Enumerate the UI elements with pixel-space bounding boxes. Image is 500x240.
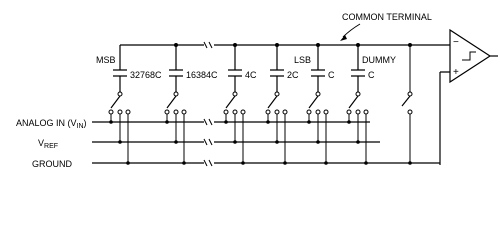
switch-contact bbox=[346, 109, 352, 115]
capacitor-column-5: C LSB bbox=[294, 43, 335, 165]
switch-contact bbox=[164, 109, 170, 115]
switch-contact bbox=[265, 109, 271, 115]
switch-blade bbox=[401, 95, 411, 107]
vref-label: VREF bbox=[38, 138, 58, 150]
capacitor-columns: 32768C MSB 16384C 4C 2C C LSB C DUMMY bbox=[96, 43, 413, 165]
switch-contact bbox=[407, 109, 413, 115]
comparator-output-symbol bbox=[462, 51, 476, 61]
capacitor-symbol bbox=[169, 69, 183, 77]
capacitor-value-label: 32768C bbox=[130, 70, 162, 80]
switch-pivot bbox=[407, 91, 413, 97]
capacitor-value-label: C bbox=[328, 70, 335, 80]
capacitor-top-label: DUMMY bbox=[362, 55, 396, 65]
comparator-triangle bbox=[449, 28, 492, 84]
common-terminal-label: COMMON TERMINAL bbox=[342, 12, 432, 22]
switch-contact bbox=[355, 109, 361, 115]
capacitor-column-4: 2C bbox=[265, 43, 299, 165]
switch-blade bbox=[166, 95, 177, 109]
switch-contact bbox=[125, 109, 131, 115]
capacitor-symbol bbox=[113, 69, 127, 77]
capacitor-column-6: C DUMMY bbox=[346, 43, 396, 165]
common-terminal-arrowhead bbox=[340, 35, 347, 41]
switch-pivot bbox=[315, 91, 321, 97]
switch-blade bbox=[308, 95, 319, 109]
capacitor-symbol bbox=[228, 69, 242, 77]
switch-contact bbox=[363, 109, 369, 115]
switch-contact bbox=[282, 109, 288, 115]
switch-contact bbox=[315, 109, 321, 115]
switch-contact bbox=[108, 109, 114, 115]
capacitor-top-label: MSB bbox=[96, 55, 116, 65]
comparator-minus: − bbox=[453, 37, 459, 48]
switch-contact bbox=[223, 109, 229, 115]
switch-pivot bbox=[117, 91, 123, 97]
switch-contact bbox=[232, 109, 238, 115]
switch-contact bbox=[274, 109, 280, 115]
switch-pivot bbox=[355, 91, 361, 97]
switch-contact bbox=[117, 109, 123, 115]
capacitor-value-label: 16384C bbox=[186, 70, 218, 80]
switch-contact bbox=[240, 109, 246, 115]
switch-contact bbox=[306, 109, 312, 115]
capacitor-value-label: C bbox=[368, 70, 375, 80]
switch-blade bbox=[225, 95, 236, 109]
switch-blade bbox=[267, 95, 278, 109]
reset-switch bbox=[401, 43, 413, 165]
switch-contact bbox=[173, 109, 179, 115]
capacitor-column-2: 16384C bbox=[164, 43, 218, 165]
switch-pivot bbox=[173, 91, 179, 97]
capacitor-symbol bbox=[270, 69, 284, 77]
switch-contact bbox=[181, 109, 187, 115]
capacitor-column-3: 4C bbox=[223, 43, 257, 165]
capacitor-column-1: 32768C MSB bbox=[96, 45, 162, 165]
break-mark-top bbox=[203, 41, 213, 49]
capacitor-symbol bbox=[351, 69, 365, 77]
capacitor-symbol bbox=[311, 69, 325, 77]
comparator-plus: + bbox=[453, 67, 459, 78]
capacitor-value-label: 2C bbox=[287, 70, 299, 80]
switch-contact bbox=[323, 109, 329, 115]
capacitor-value-label: 4C bbox=[245, 70, 257, 80]
comparator-plus-lead bbox=[439, 71, 450, 165]
bus-junction-dot bbox=[408, 43, 412, 47]
break-mark-rails bbox=[203, 118, 213, 167]
switch-pivot bbox=[274, 91, 280, 97]
switch-pivot bbox=[232, 91, 238, 97]
switch-blade bbox=[110, 95, 121, 109]
common-terminal-arrow bbox=[342, 23, 361, 38]
analog-in-label: ANALOG IN (VIN) bbox=[16, 118, 87, 130]
switch-blade bbox=[348, 95, 359, 109]
capacitor-top-label: LSB bbox=[294, 55, 311, 65]
ground-label: GROUND bbox=[32, 159, 72, 169]
